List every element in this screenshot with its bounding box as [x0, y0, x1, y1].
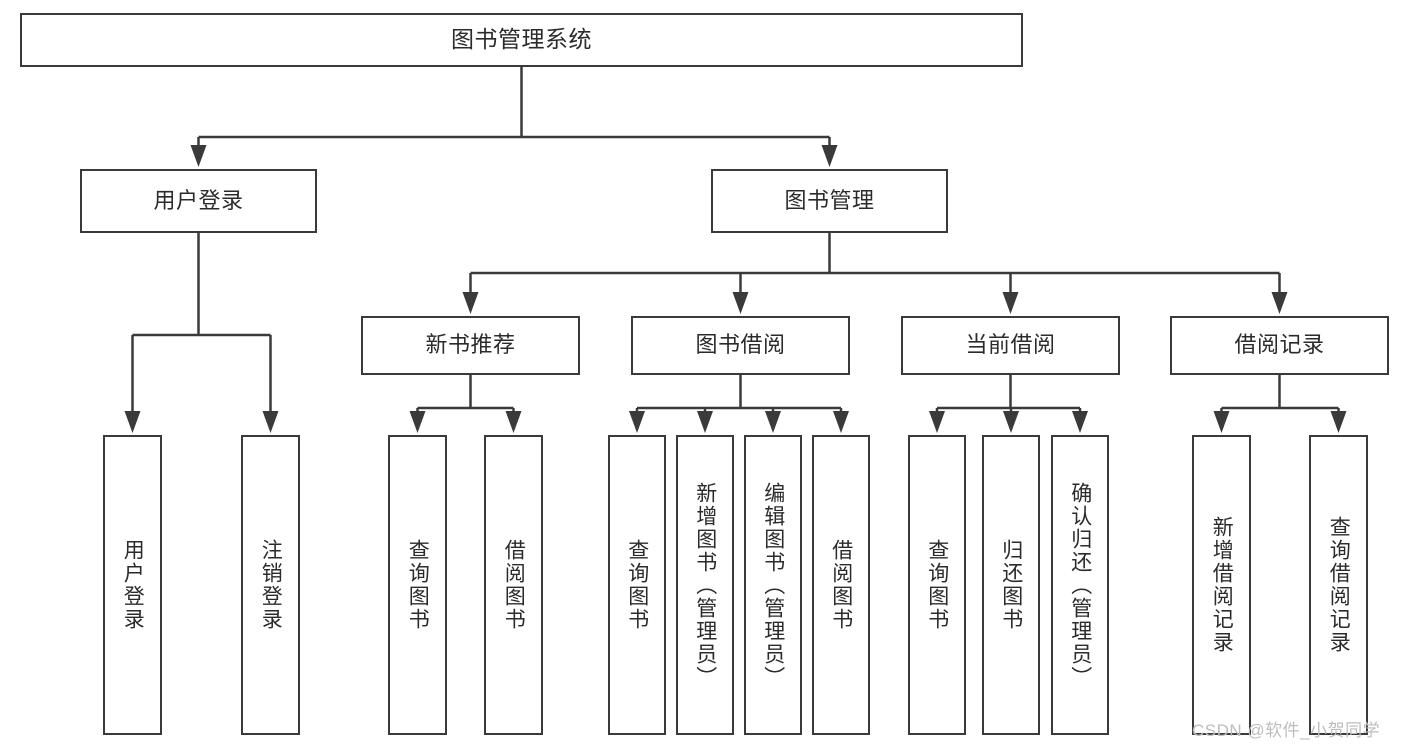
- arrowhead-leaf-rec-borrow: [505, 411, 522, 433]
- arrowhead-leaf-rec-add: [1213, 411, 1230, 433]
- node-user-login[interactable]: 用户登录: [80, 169, 317, 233]
- node-leaf-borrow-query[interactable]: 查询图书: [608, 435, 666, 735]
- node-book-manage[interactable]: 图书管理: [711, 169, 948, 233]
- arrowhead-leaf-rec-query: [409, 411, 426, 433]
- node-label-leaf-cur-query: 查询图书: [925, 539, 949, 631]
- node-leaf-rec-query[interactable]: 查询图书: [388, 435, 447, 735]
- node-new-book-rec[interactable]: 新书推荐: [361, 316, 580, 375]
- arrowhead-leaf-cur-query: [929, 411, 945, 433]
- node-label-new-book-rec: 新书推荐: [425, 332, 516, 358]
- node-leaf-user-logout[interactable]: 注销登录: [241, 435, 300, 735]
- arrowhead-book-borrow: [732, 292, 749, 314]
- node-leaf-borrow-add[interactable]: 新增图书（管理员）: [676, 435, 734, 735]
- node-label-leaf-user-logout: 注销登录: [259, 539, 283, 631]
- node-label-book-manage: 图书管理: [784, 187, 875, 213]
- node-label-leaf-rec-borrow: 借阅图书: [502, 539, 526, 631]
- node-label-leaf-rec-add: 新增借阅记录: [1210, 516, 1234, 654]
- node-root[interactable]: 图书管理系统: [20, 13, 1023, 67]
- arrowhead-leaf-borrow-book: [833, 411, 849, 433]
- arrowhead-book-manage: [821, 145, 838, 167]
- node-label-current-borrow: 当前借阅: [965, 332, 1056, 358]
- node-leaf-cur-query[interactable]: 查询图书: [908, 435, 966, 735]
- node-label-leaf-rec-query: 查询图书: [406, 539, 430, 631]
- node-label-leaf-borrow-add: 新增图书（管理员）: [693, 481, 717, 689]
- node-leaf-rec-borrow[interactable]: 借阅图书: [484, 435, 543, 735]
- node-label-leaf-rec-query2: 查询借阅记录: [1327, 516, 1351, 654]
- arrowhead-new-book-rec: [462, 292, 479, 314]
- node-borrow-record[interactable]: 借阅记录: [1170, 316, 1389, 375]
- node-label-book-borrow: 图书借阅: [695, 332, 786, 358]
- node-book-borrow[interactable]: 图书借阅: [631, 316, 850, 375]
- node-leaf-rec-query2[interactable]: 查询借阅记录: [1309, 435, 1368, 735]
- arrowhead-leaf-cur-return: [1003, 411, 1019, 433]
- node-label-user-login: 用户登录: [153, 187, 244, 213]
- node-label-borrow-record: 借阅记录: [1234, 332, 1325, 358]
- arrowhead-user-login: [190, 145, 207, 167]
- arrowhead-leaf-user-logout: [262, 411, 279, 433]
- node-leaf-user-login[interactable]: 用户登录: [103, 435, 162, 735]
- arrowhead-leaf-borrow-edit: [765, 411, 781, 433]
- node-leaf-cur-return[interactable]: 归还图书: [982, 435, 1040, 735]
- arrowhead-leaf-borrow-add: [697, 411, 713, 433]
- arrowhead-leaf-borrow-query: [629, 411, 645, 433]
- node-leaf-borrow-edit[interactable]: 编辑图书（管理员）: [744, 435, 802, 735]
- node-leaf-borrow-book[interactable]: 借阅图书: [812, 435, 870, 735]
- node-label-leaf-cur-return: 归还图书: [999, 539, 1023, 631]
- node-label-leaf-user-login: 用户登录: [121, 539, 145, 631]
- node-label-leaf-borrow-query: 查询图书: [625, 539, 649, 631]
- arrowhead-leaf-user-login: [124, 411, 141, 433]
- arrowhead-leaf-cur-confirm: [1072, 411, 1088, 433]
- node-label-leaf-borrow-edit: 编辑图书（管理员）: [761, 481, 785, 689]
- node-leaf-cur-confirm[interactable]: 确认归还（管理员）: [1051, 435, 1109, 735]
- arrowhead-current-borrow: [1002, 292, 1019, 314]
- node-label-root: 图书管理系统: [451, 26, 592, 53]
- node-current-borrow[interactable]: 当前借阅: [901, 316, 1120, 375]
- node-leaf-rec-add[interactable]: 新增借阅记录: [1192, 435, 1251, 735]
- arrowhead-borrow-record: [1271, 292, 1288, 314]
- arrowhead-leaf-rec-query2: [1330, 411, 1347, 433]
- node-label-leaf-cur-confirm: 确认归还（管理员）: [1068, 481, 1092, 689]
- node-label-leaf-borrow-book: 借阅图书: [829, 539, 853, 631]
